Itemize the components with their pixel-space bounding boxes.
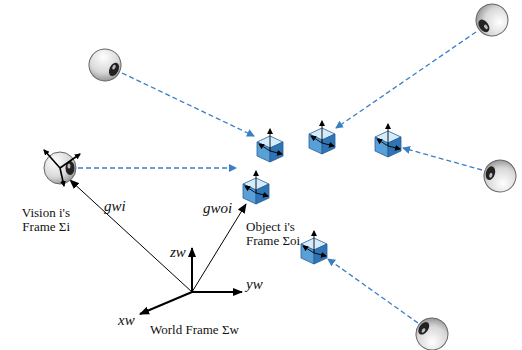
axis-label: yw xyxy=(246,276,263,293)
axis-label: zw xyxy=(170,244,186,261)
axis-label: xw xyxy=(118,312,135,329)
frame-label: World Frame Σw xyxy=(150,323,239,337)
frame-label: Object i's Frame Σoi xyxy=(246,220,316,249)
transform-label: gwoi xyxy=(203,200,232,217)
transform-label: gwi xyxy=(104,198,126,215)
frame-label: Vision i's Frame Σi xyxy=(4,206,70,235)
